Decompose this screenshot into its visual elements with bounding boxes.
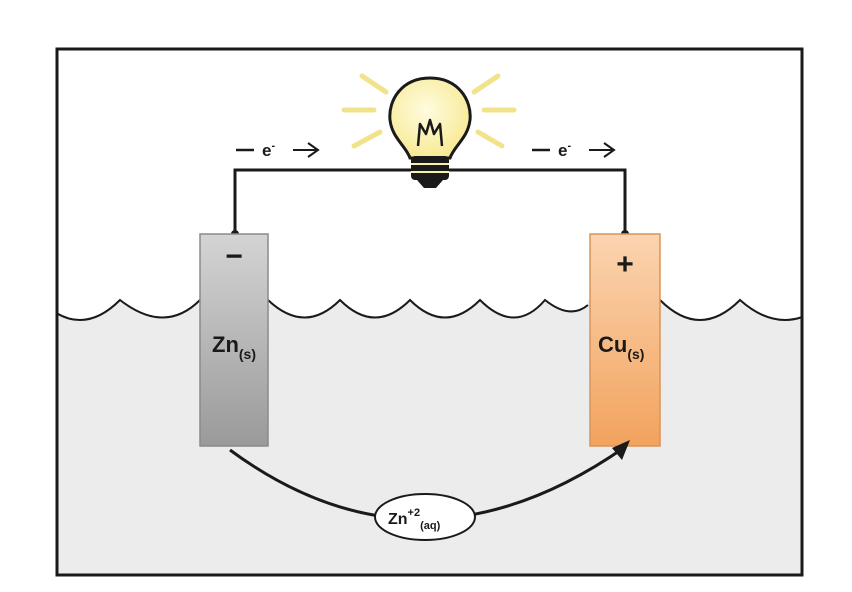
anode-label: Zn(s)	[212, 332, 256, 362]
cathode-label: Cu(s)	[598, 332, 644, 362]
ion-label: Zn+2(aq)	[388, 507, 441, 532]
lightbulb-icon	[341, 73, 517, 188]
arrow-right-icon	[307, 142, 320, 158]
cathode-element: Cu	[598, 332, 627, 357]
ion-element: Zn	[388, 511, 408, 528]
electron-flow-left: e-	[236, 140, 320, 160]
anode-element: Zn	[212, 332, 239, 357]
arrow-right-icon	[603, 142, 616, 158]
frame-border	[55, 47, 804, 577]
cathode-electrode: + Cu(s)	[589, 233, 661, 447]
ion-state: (aq)	[420, 520, 441, 532]
ion-label-bubble: Zn+2(aq)	[374, 493, 476, 541]
arrowhead-icon	[612, 440, 630, 460]
anode-electrode: − Zn(s)	[199, 233, 269, 447]
svg-text:e-: e-	[262, 140, 275, 160]
ion-charge: +2	[408, 507, 421, 519]
anode-sign: −	[225, 240, 243, 273]
electron-label-left: e	[262, 141, 271, 160]
anode-state: (s)	[239, 346, 256, 362]
bulb-rays	[341, 73, 517, 149]
electron-charge-left: -	[271, 140, 275, 152]
cathode-state: (s)	[627, 346, 644, 362]
electron-charge-right: -	[567, 140, 571, 152]
svg-text:e-: e-	[558, 140, 571, 160]
electron-flow-right: e-	[532, 140, 616, 160]
electron-label-right: e	[558, 141, 567, 160]
cathode-sign: +	[616, 248, 634, 281]
solution-surface-line	[57, 298, 802, 321]
